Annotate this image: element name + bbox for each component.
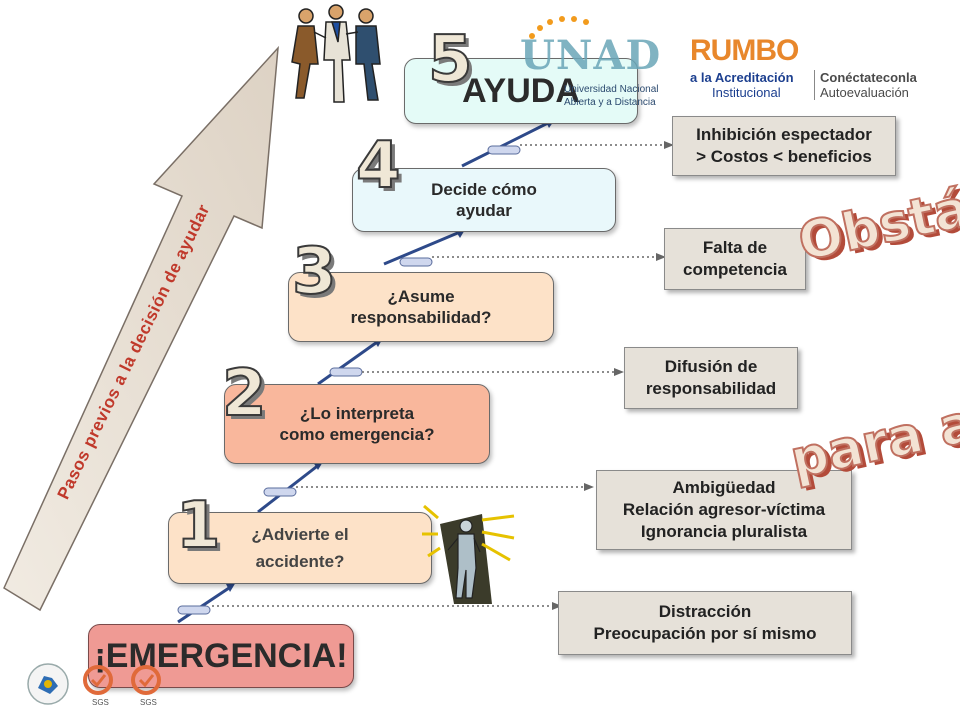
unad-logo: UNAD Universidad Nacional Abierta y a Di… <box>520 14 660 114</box>
sgs-label-1: SGS <box>92 698 109 707</box>
obstacle-1-line1: Distracción <box>658 602 752 622</box>
step-box-4: Decide cómo ayudar <box>352 168 616 232</box>
obstacle-5-line2: > Costos < beneficios <box>696 147 872 166</box>
unad-dots-icon <box>529 16 589 39</box>
step-3-line1: ¿Asume <box>387 286 455 306</box>
step-1-line1: ¿Advierte el <box>251 524 349 544</box>
step-box-1: ¿Advierte el accidente? <box>168 512 432 584</box>
obstacle-1-line2: Preocupación por sí mismo <box>593 624 817 643</box>
step-number-5: 5 <box>427 23 474 97</box>
rumbo-logo: RUMBO a la Acreditación Institucional Co… <box>690 34 930 104</box>
obstacle-box-5: Inhibición espectador > Costos < benefic… <box>672 116 896 176</box>
step-box-3: ¿Asume responsabilidad? <box>288 272 554 342</box>
unad-mark: UNAD <box>520 32 662 79</box>
unad-name-line1: Universidad Nacional <box>564 84 659 95</box>
certification-badge-icon-2 <box>131 665 161 695</box>
sgs-label-2: SGS <box>140 698 157 707</box>
step-2-line1: ¿Lo interpreta <box>299 403 415 423</box>
obstacle-3-line2: responsabilidad <box>645 379 777 398</box>
step-1-line2: accidente? <box>255 552 345 571</box>
step-5-label: AYUDA <box>462 71 580 110</box>
obstacle-box-1: Distracción Preocupación por sí mismo <box>558 591 852 655</box>
people-group-illustration <box>291 4 381 103</box>
step-number-3: 3 <box>291 235 338 309</box>
obstacle-2-line1: Ambigüedad <box>672 478 776 498</box>
obstacle-box-4: Falta de competencia <box>664 228 806 290</box>
rumbo-tagline2: Autoevaluación <box>820 85 909 100</box>
rumbo-tagline1: Conéctateconla <box>820 70 917 85</box>
obstacle-5-line1: Inhibición espectador <box>696 125 872 145</box>
obstacle-4-line1: Falta de <box>702 238 768 258</box>
rumbo-divider <box>814 70 815 100</box>
step-number-4: 4 <box>355 129 402 203</box>
unad-name-line2: Abierta y a Distancia <box>564 97 656 108</box>
step-4-line1: Decide cómo <box>431 179 537 199</box>
spotlight-person-illustration <box>422 504 515 604</box>
step-number-2: 2 <box>221 357 268 431</box>
obstacle-2-line3: Ignorancia pluralista <box>640 521 808 541</box>
step-2-line2: como emergencia? <box>279 425 435 444</box>
step-box-5: AYUDA <box>404 58 638 124</box>
obstacle-3-line1: Difusión de <box>664 357 758 377</box>
step-number-1: 1 <box>175 489 222 563</box>
certification-badge-icon-1 <box>83 665 113 695</box>
rumbo-line1: a la Acreditación <box>690 70 794 85</box>
obstacle-box-2: Ambigüedad Relación agresor-víctima Igno… <box>596 470 852 550</box>
obstacle-box-3: Difusión de responsabilidad <box>624 347 798 409</box>
step-box-2: ¿Lo interpreta como emergencia? <box>224 384 490 464</box>
step-3-line2: responsabilidad? <box>350 308 492 327</box>
step-4-line2: ayudar <box>456 201 512 220</box>
colombia-seal-icon <box>27 663 69 705</box>
obstacle-4-line2: competencia <box>683 260 787 279</box>
rumbo-line2: Institucional <box>712 85 781 100</box>
rumbo-title: RUMBO <box>690 34 799 67</box>
obstacle-2-line2: Relación agresor-víctima <box>622 500 826 520</box>
